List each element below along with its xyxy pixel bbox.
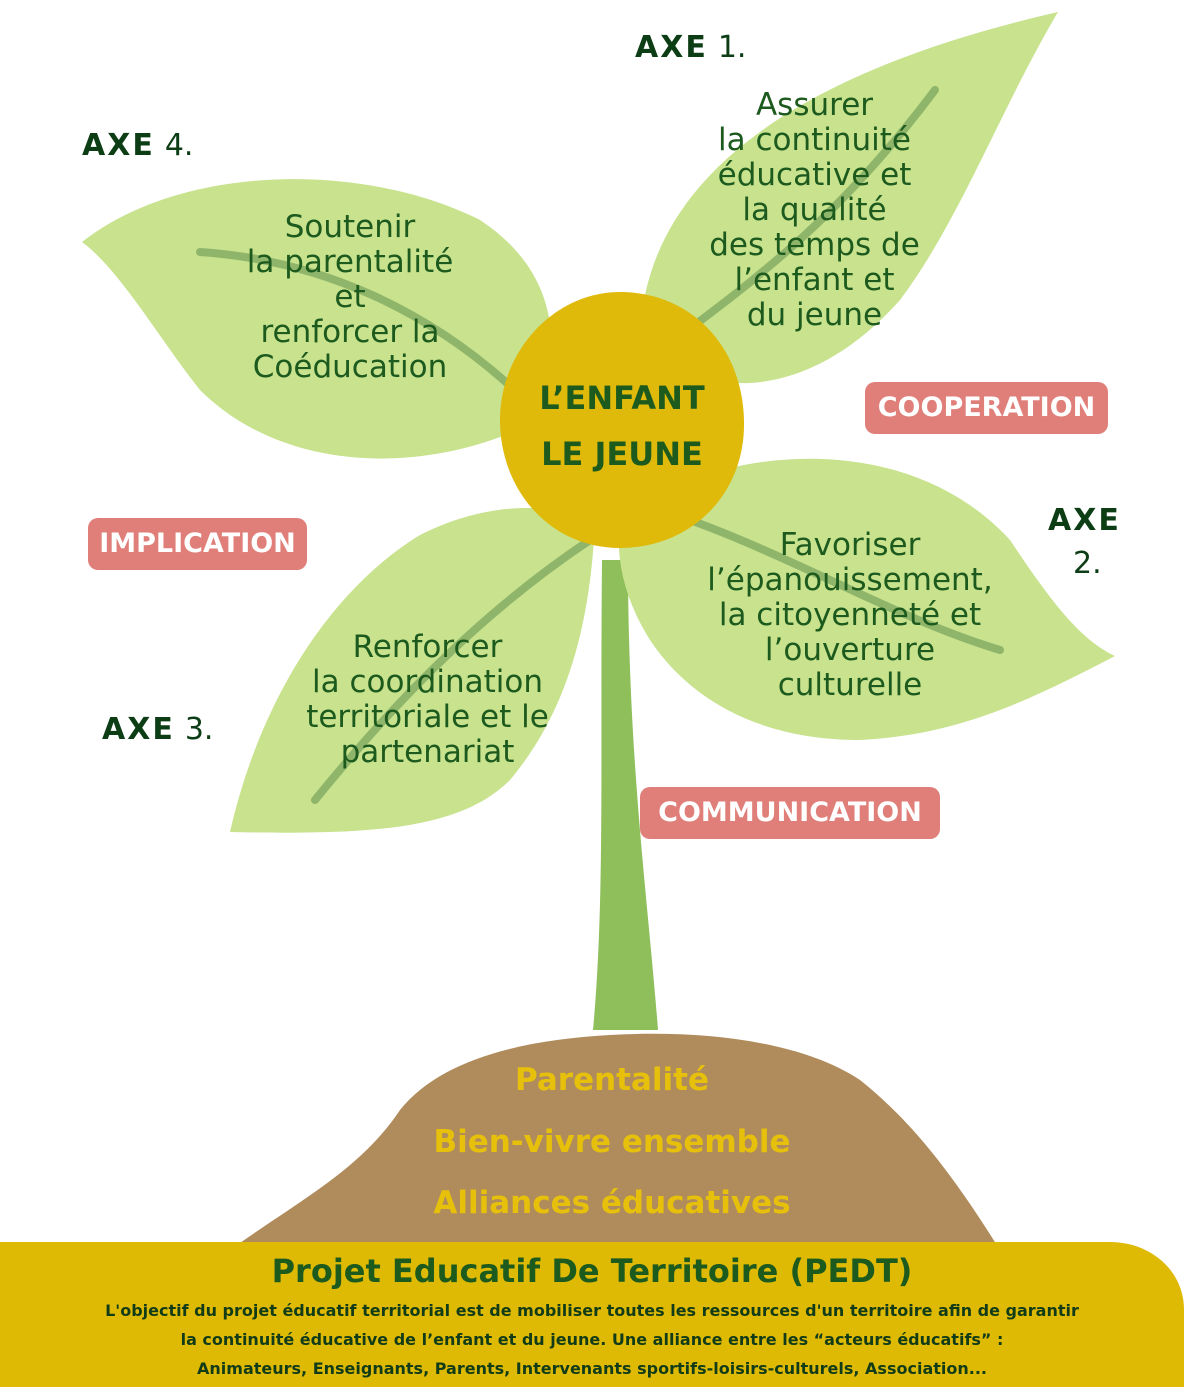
axe2-text-line: Favoriser bbox=[779, 527, 921, 563]
axe1-text-line: l’enfant et bbox=[734, 262, 895, 298]
axe4-label: AXE bbox=[82, 128, 155, 163]
mound-line3: Alliances éducatives bbox=[433, 1185, 791, 1221]
axe1-text-line: du jeune bbox=[746, 297, 883, 333]
axe1-label: AXE bbox=[635, 30, 708, 65]
axe1-text-line: la qualité bbox=[742, 192, 887, 228]
axe3-text-line: Renforcer bbox=[352, 629, 503, 665]
axe1-text-line: la continuité bbox=[717, 122, 912, 158]
axe2-heading: AXE 2. bbox=[1048, 503, 1121, 581]
axe2-text-line: culturelle bbox=[777, 667, 923, 703]
axe1-number: 1. bbox=[717, 30, 747, 65]
soil-mound bbox=[230, 1033, 1000, 1250]
axe2-text-line: l’ouverture bbox=[764, 632, 936, 668]
center-line2: LE JEUNE bbox=[541, 435, 703, 473]
axe3-text-line: territoriale et le bbox=[306, 699, 549, 735]
axe3-heading: AXE 3. bbox=[102, 712, 213, 747]
footer-line3: Animateurs, Enseignants, Parents, Interv… bbox=[197, 1359, 987, 1378]
axe4-text-line: et bbox=[334, 279, 366, 315]
axe2-text-line: la citoyenneté et bbox=[718, 597, 982, 633]
axe4-heading: AXE 4. bbox=[82, 128, 193, 163]
axe2-text: Favoriser l’épanouissement, la citoyenne… bbox=[680, 528, 1020, 703]
axe3-number: 3. bbox=[184, 712, 214, 747]
axe4-number: 4. bbox=[164, 128, 194, 163]
plant-stem bbox=[593, 560, 658, 1030]
leaf-vein-axe3 bbox=[311, 536, 594, 804]
center-label: L’ENFANT LE JEUNE bbox=[500, 370, 744, 482]
implication-pill: IMPLICATION bbox=[88, 518, 307, 570]
footer-line1: L'objectif du projet éducatif territoria… bbox=[105, 1301, 1079, 1320]
axe4-text-line: Coéducation bbox=[252, 349, 448, 385]
axe4-text-line: la parentalité bbox=[246, 244, 454, 280]
axe3-text-line: la coordination bbox=[312, 664, 543, 700]
footer: Projet Educatif De Territoire (PEDT) L'o… bbox=[0, 1240, 1184, 1383]
footer-title: Projet Educatif De Territoire (PEDT) bbox=[271, 1252, 913, 1290]
axe1-text-line: des temps de bbox=[709, 227, 920, 263]
axe2-label: AXE bbox=[1048, 503, 1121, 538]
mound-line2: Bien-vivre ensemble bbox=[433, 1124, 791, 1160]
axe1-text-line: Assurer bbox=[755, 87, 874, 123]
axe2-text-line: l’épanouissement, bbox=[707, 562, 993, 598]
leaf-axe3 bbox=[230, 508, 595, 833]
footer-band bbox=[0, 1242, 1184, 1387]
footer-line2: la continuité éducative de l’enfant et d… bbox=[180, 1330, 1004, 1349]
center-flower bbox=[500, 292, 745, 548]
center-line1: L’ENFANT bbox=[539, 379, 705, 417]
axe3-label: AXE bbox=[102, 712, 175, 747]
cooperation-pill: COOPERATION bbox=[865, 382, 1108, 434]
axe3-text: Renforcer la coordination territoriale e… bbox=[285, 630, 570, 770]
axe1-text-line: éducative et bbox=[717, 157, 912, 193]
axe4-text: Soutenir la parentalité et renforcer la … bbox=[220, 210, 480, 385]
communication-pill: COMMUNICATION bbox=[640, 787, 940, 839]
axe1-text: Assurer la continuité éducative et la qu… bbox=[682, 88, 947, 333]
mound-line1: Parentalité bbox=[514, 1062, 710, 1098]
axe2-number: 2. bbox=[1073, 546, 1102, 581]
axe4-text-line: Soutenir bbox=[284, 209, 416, 245]
leaf-vein-axe2 bbox=[686, 516, 1004, 654]
axe4-text-line: renforcer la bbox=[260, 314, 440, 350]
axe3-text-line: partenariat bbox=[340, 734, 515, 770]
axe1-heading: AXE 1. bbox=[635, 30, 746, 65]
leaf-vein-axe4 bbox=[196, 248, 524, 399]
